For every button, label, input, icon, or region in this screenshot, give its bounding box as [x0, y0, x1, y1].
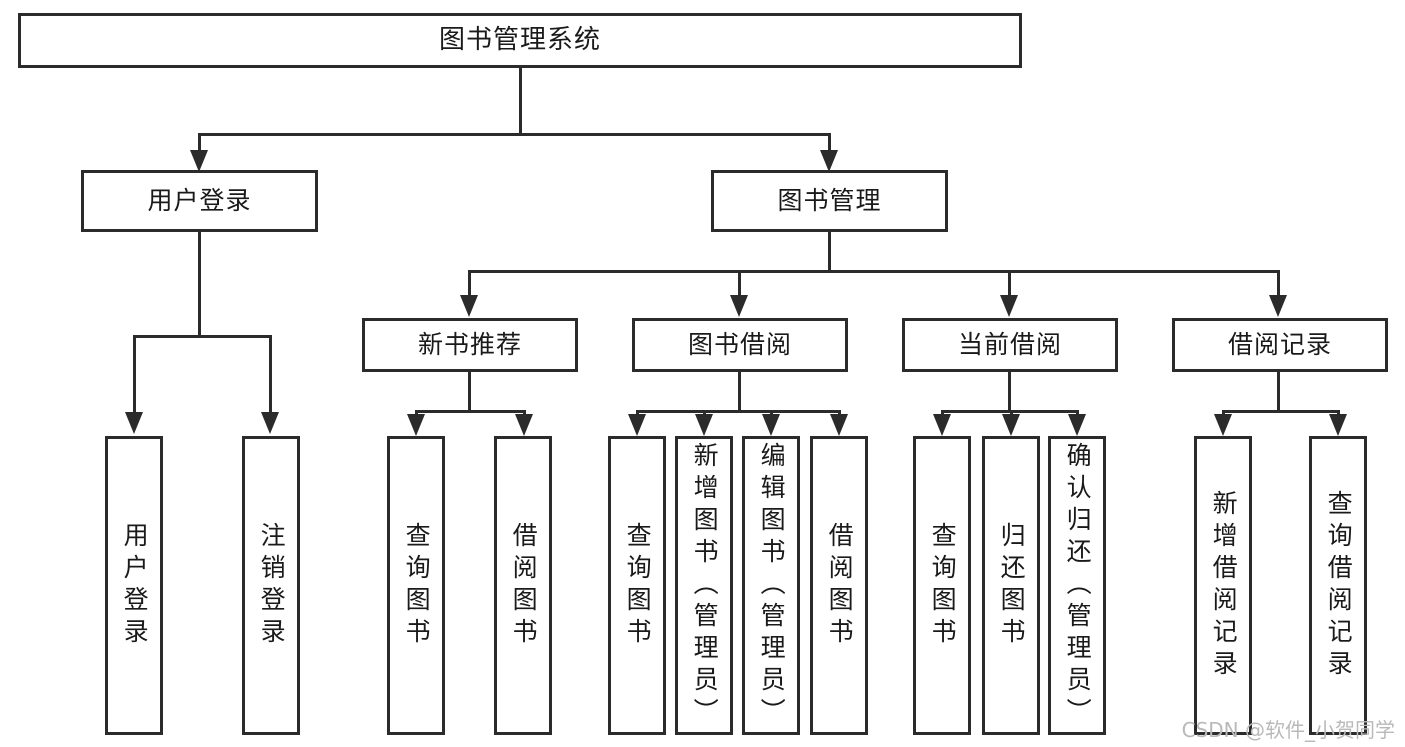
connector-root-stem — [519, 68, 522, 133]
arrowhead-icon — [515, 414, 533, 436]
leaf-query-book-recommend[interactable]: 查询图书 — [387, 436, 445, 735]
connector-borrow-record-stem — [1277, 372, 1280, 410]
arrowhead-icon — [730, 295, 748, 317]
arrowhead-icon — [1269, 295, 1287, 317]
node-user-login[interactable]: 用户登录 — [81, 170, 318, 232]
arrowhead-icon — [1002, 414, 1020, 436]
node-label: 用户登录 — [120, 521, 150, 650]
arrowhead-icon — [695, 414, 713, 436]
node-label: 借阅图书 — [509, 521, 539, 650]
arrowhead-icon — [762, 414, 780, 436]
node-book-management[interactable]: 图书管理 — [711, 170, 948, 232]
node-borrow-record[interactable]: 借阅记录 — [1172, 318, 1388, 372]
arrowhead-icon — [460, 295, 478, 317]
node-label: 新增借阅记录 — [1209, 489, 1239, 682]
connector-book-borrow-stem — [738, 372, 741, 410]
node-label: 图书管理 — [777, 186, 882, 216]
connector-drop-leaf — [269, 335, 272, 415]
leaf-borrow-book-recommend[interactable]: 借阅图书 — [494, 436, 552, 735]
connector-drop-book-borrow — [738, 270, 741, 302]
node-label: 归还图书 — [997, 521, 1027, 650]
node-root-book-management-system[interactable]: 图书管理系统 — [18, 13, 1022, 68]
arrowhead-icon — [125, 412, 143, 434]
connector-root-bus — [198, 133, 831, 136]
node-label: 图书借阅 — [687, 330, 792, 360]
connector-new-book-stem — [468, 372, 471, 410]
leaf-borrow-book[interactable]: 借阅图书 — [810, 436, 868, 735]
watermark-text: CSDN @软件_小贺同学 — [1181, 718, 1395, 742]
node-book-borrow[interactable]: 图书借阅 — [632, 318, 848, 372]
leaf-query-book-borrow[interactable]: 查询图书 — [608, 436, 666, 735]
node-label: 图书管理系统 — [438, 25, 601, 56]
arrowhead-icon — [1214, 414, 1232, 436]
connector-drop-current-borrow — [1008, 270, 1011, 302]
arrowhead-icon — [820, 150, 838, 172]
node-label: 当前借阅 — [957, 330, 1062, 360]
leaf-edit-book-admin[interactable]: 编辑图书（管理员） — [742, 436, 800, 735]
leaf-user-login[interactable]: 用户登录 — [105, 436, 163, 735]
connector-book-management-bus — [468, 270, 1280, 273]
leaf-logout[interactable]: 注销登录 — [242, 436, 300, 735]
connector-user-login-stem — [198, 232, 201, 335]
node-label: 查询图书 — [402, 521, 432, 650]
node-label: 新增图书（管理员） — [690, 441, 720, 730]
connector-current-borrow-stem — [1008, 372, 1011, 410]
node-new-book-recommend[interactable]: 新书推荐 — [362, 318, 578, 372]
connector-book-borrow-bus — [636, 410, 841, 413]
node-label: 编辑图书（管理员） — [757, 441, 787, 730]
leaf-add-book-admin[interactable]: 新增图书（管理员） — [675, 436, 733, 735]
leaf-query-borrow-record[interactable]: 查询借阅记录 — [1309, 436, 1367, 735]
node-label: 查询图书 — [623, 521, 653, 650]
node-label: 确认归还（管理员） — [1063, 441, 1093, 730]
leaf-query-book-current[interactable]: 查询图书 — [913, 436, 971, 735]
node-label: 用户登录 — [147, 186, 252, 216]
leaf-confirm-return-admin[interactable]: 确认归还（管理员） — [1048, 436, 1106, 735]
connector-drop-borrow-record — [1277, 270, 1280, 302]
arrowhead-icon — [407, 414, 425, 436]
arrowhead-icon — [933, 414, 951, 436]
arrowhead-icon — [628, 414, 646, 436]
node-label: 借阅图书 — [825, 521, 855, 650]
connector-drop-leaf — [133, 335, 136, 415]
node-label: 注销登录 — [257, 521, 287, 650]
leaf-add-borrow-record[interactable]: 新增借阅记录 — [1194, 436, 1252, 735]
arrowhead-icon — [190, 150, 208, 172]
connector-drop-book-management — [828, 133, 831, 159]
connector-user-login-bus — [133, 335, 272, 338]
connector-book-management-stem — [828, 232, 831, 270]
connector-drop-new-book — [468, 270, 471, 302]
arrowhead-icon — [1329, 414, 1347, 436]
node-current-borrow[interactable]: 当前借阅 — [902, 318, 1118, 372]
connector-drop-user-login — [198, 133, 201, 159]
arrowhead-icon — [261, 412, 279, 434]
leaf-return-book[interactable]: 归还图书 — [982, 436, 1040, 735]
node-label: 查询借阅记录 — [1324, 489, 1354, 682]
node-label: 新书推荐 — [417, 330, 522, 360]
connector-new-book-bus — [415, 410, 526, 413]
node-label: 借阅记录 — [1227, 330, 1332, 360]
arrowhead-icon — [1000, 295, 1018, 317]
arrowhead-icon — [1068, 414, 1086, 436]
arrowhead-icon — [830, 414, 848, 436]
connector-borrow-record-bus — [1222, 410, 1340, 413]
node-label: 查询图书 — [928, 521, 958, 650]
